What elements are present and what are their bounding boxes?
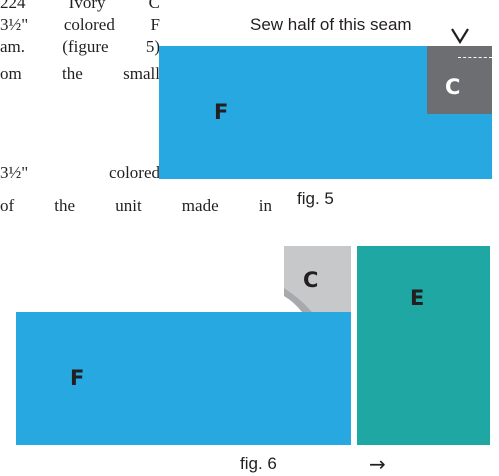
fig6-label-c: C <box>303 268 319 292</box>
fig6-block-f <box>16 312 351 445</box>
fig6-label-e: E <box>410 286 425 310</box>
body-line-3: am. (figure 5) <box>0 37 160 56</box>
fig6-block-c-folded <box>284 246 351 312</box>
arrow-down-icon <box>451 28 469 45</box>
fig5-label-f: F <box>214 100 229 124</box>
fig6-label-f: F <box>70 366 85 390</box>
fig5-seam-line <box>458 57 492 58</box>
body-line-7: of the unit made in <box>0 196 272 215</box>
body-line-2: 3½" colored F <box>0 15 160 34</box>
fig5-caption: fig. 5 <box>297 189 334 208</box>
fig6-block-e <box>357 246 490 445</box>
body-line-1: 224 Ivory C <box>0 0 160 12</box>
body-line-4: om the small <box>0 64 160 83</box>
seam-annotation: Sew half of this seam <box>250 15 412 34</box>
fig5-label-c: C <box>445 75 461 99</box>
arrow-right-icon: → <box>369 452 386 476</box>
fig6-caption: fig. 6 <box>240 454 277 473</box>
body-line-6: 3½" colored <box>0 163 160 182</box>
